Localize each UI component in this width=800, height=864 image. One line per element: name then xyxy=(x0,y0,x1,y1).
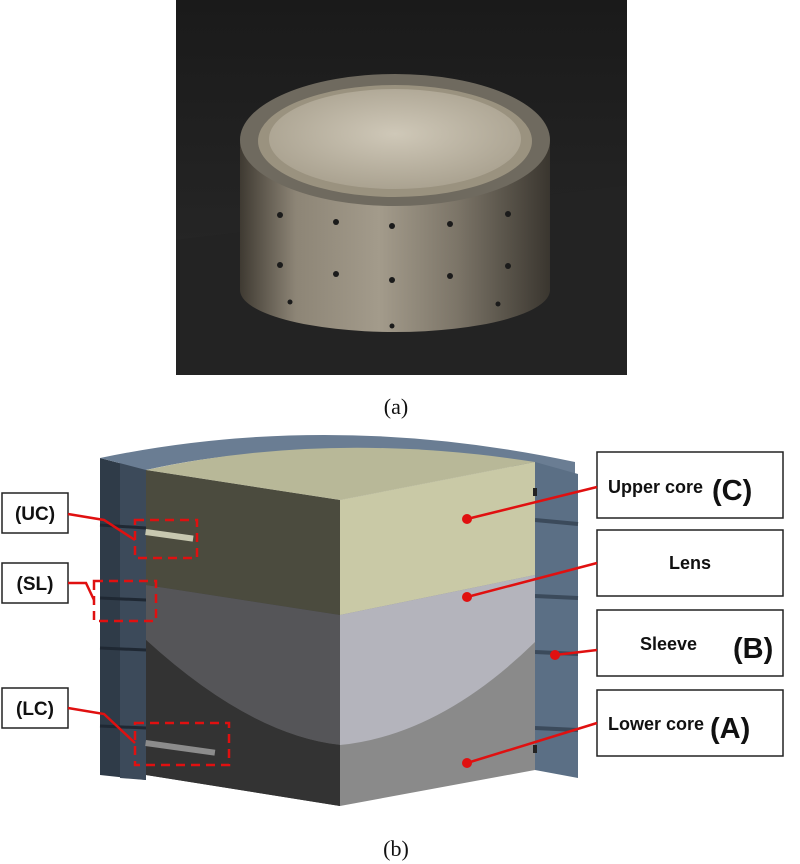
sleeve-tag: (B) xyxy=(733,633,773,665)
callout-uc-leader xyxy=(67,512,136,542)
callout-lower-core: Lower core (A) xyxy=(462,689,784,768)
sleeve-pin-bottom xyxy=(533,745,537,753)
callout-uc: (UC) xyxy=(1,492,136,542)
lens-left-face xyxy=(146,585,340,745)
lower-core-tag: (A) xyxy=(710,713,750,745)
callout-sl-leader xyxy=(68,581,96,601)
upper-core-tag: (C) xyxy=(712,475,752,507)
lens-leader xyxy=(466,561,598,599)
callout-uc-label: (UC) xyxy=(15,504,55,525)
caption-a: (a) xyxy=(384,394,408,419)
callout-lens: Lens xyxy=(462,529,784,602)
lower-slot xyxy=(145,740,216,756)
sleeve-marker xyxy=(550,650,560,660)
lens-marker xyxy=(462,592,472,602)
lower-core-leader xyxy=(466,721,598,765)
sleeve-right xyxy=(535,462,578,778)
sleeve-pin-top xyxy=(533,488,537,496)
sleeve-left-grooves xyxy=(99,523,147,730)
upper-core-left-face xyxy=(146,470,340,615)
callout-sl: (SL) xyxy=(1,562,96,604)
lens-label: Lens xyxy=(669,553,711,573)
lower-core-label: Lower core xyxy=(608,714,704,734)
callout-lc: (LC) xyxy=(1,687,136,744)
upper-core-right-face xyxy=(340,462,535,615)
upper-core-label: Upper core xyxy=(608,477,703,497)
sleeve-leader xyxy=(554,648,598,657)
photo-a xyxy=(176,0,627,375)
callout-sl-label: (SL) xyxy=(17,574,54,595)
lower-core-marker xyxy=(462,758,472,768)
caption-b: (b) xyxy=(383,836,409,861)
callout-upper-core: Upper core (C) xyxy=(462,451,784,524)
sleeve-label: Sleeve xyxy=(640,634,697,654)
mold-top-disk xyxy=(269,89,521,189)
upper-core-leader xyxy=(466,485,598,521)
callout-lc-label: (LC) xyxy=(16,699,54,720)
mold-holes xyxy=(277,211,511,329)
detail-box-lc xyxy=(133,721,231,767)
upper-core-top xyxy=(146,447,535,500)
sleeve-top-rim xyxy=(100,434,575,478)
callout-sleeve: Sleeve (B) xyxy=(550,609,784,677)
upper-slot xyxy=(145,528,194,542)
detail-box-sl xyxy=(92,579,158,623)
upper-core-marker xyxy=(462,514,472,524)
lens-right-face xyxy=(340,575,535,745)
callout-lc-leader xyxy=(67,706,136,744)
